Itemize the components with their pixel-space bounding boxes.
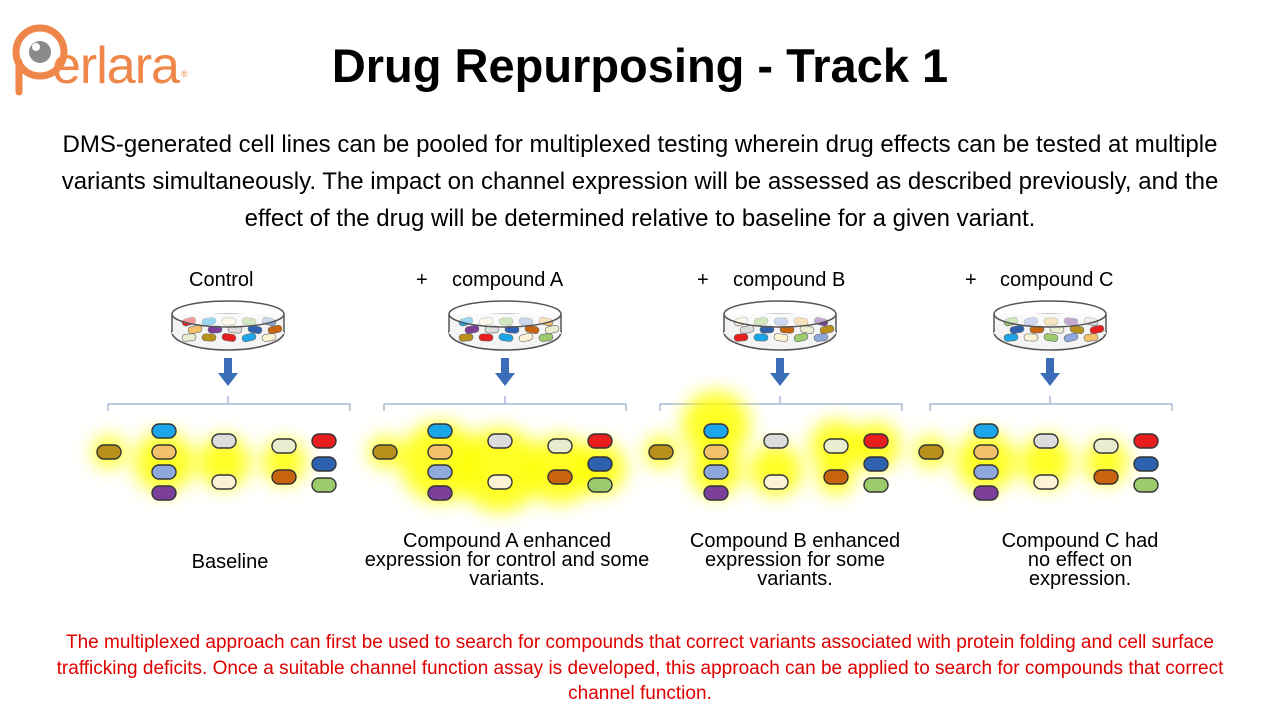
petri-dish — [448, 300, 562, 351]
logo-wordmark: erlara® — [52, 37, 188, 95]
split-bracket — [929, 396, 1173, 411]
cell-line-pill — [211, 474, 237, 490]
caption-text: Baseline — [191, 551, 269, 573]
cell-line-pill — [918, 444, 944, 460]
cell-line-pill — [1133, 477, 1159, 493]
down-arrow-icon — [1040, 358, 1060, 386]
petri-dish — [723, 300, 837, 351]
split-bracket — [383, 396, 627, 411]
logo-p-icon — [12, 24, 68, 96]
panel-caption: Compound C had no effect on expression. — [935, 530, 1225, 590]
cell-line-pill — [1093, 438, 1119, 454]
cell-line-pill — [487, 433, 513, 449]
footer-note: The multiplexed approach can first be us… — [56, 632, 1224, 704]
cell-line-pill — [1033, 474, 1059, 490]
cell-line-pill — [311, 433, 337, 449]
intro-paragraph: DMS-generated cell lines can be pooled f… — [61, 131, 1219, 232]
logo-text: erlara — [52, 37, 180, 95]
cell-line-pill — [973, 464, 999, 480]
cell-line-pill — [587, 433, 613, 449]
cell-line-pill — [271, 469, 297, 485]
down-arrow-icon — [495, 358, 515, 386]
cell-line-pill — [863, 433, 889, 449]
down-arrow-icon — [770, 358, 790, 386]
cell-line-pill — [372, 444, 398, 460]
cell-line-pill — [427, 444, 453, 460]
panel-caption: Baseline — [85, 532, 375, 572]
condition-name: compound B — [733, 269, 846, 291]
plus-sign: + — [416, 269, 428, 291]
cell-line-pill — [703, 485, 729, 501]
petri-dish — [993, 300, 1107, 351]
cell-line-pill — [863, 477, 889, 493]
cell-line-pill — [487, 474, 513, 490]
cell-line-pill — [1093, 469, 1119, 485]
cell-line-pill — [547, 438, 573, 454]
cell-line-pill — [311, 456, 337, 472]
cell-line-pill — [973, 485, 999, 501]
cell-line-pill — [151, 423, 177, 439]
cell-line-pill — [151, 464, 177, 480]
cell-line-pill — [151, 444, 177, 460]
caption-text: Compound C had no effect on expression. — [1001, 530, 1159, 590]
cell-line-pill — [648, 444, 674, 460]
cell-line-pill — [1033, 433, 1059, 449]
cell-line-pill — [703, 423, 729, 439]
expression-highlight — [458, 428, 542, 512]
cell-line-pill — [427, 464, 453, 480]
panel-compound-a: + compound A Compound A enhanced express… — [365, 260, 650, 600]
cell-line-pill — [427, 485, 453, 501]
petri-dish — [171, 300, 285, 351]
panel-control: Control Baseline — [95, 260, 365, 600]
split-bracket — [107, 396, 351, 411]
expression-highlight — [1020, 436, 1072, 488]
page-title: Drug Repurposing - Track 1 — [331, 39, 949, 92]
cell-line-pill — [703, 444, 729, 460]
panel-caption: Compound A enhanced expression for contr… — [362, 530, 652, 590]
condition-name: Control — [189, 269, 254, 291]
cell-line-pill — [96, 444, 122, 460]
cell-line-pill — [703, 464, 729, 480]
cell-line-pill — [863, 456, 889, 472]
expression-highlight — [198, 436, 250, 488]
cell-line-pill — [271, 438, 297, 454]
perlara-logo: erlara® — [10, 18, 225, 98]
cell-line-pill — [823, 438, 849, 454]
expression-highlight — [134, 432, 194, 492]
cell-line-pill — [587, 477, 613, 493]
cell-line-pill — [311, 477, 337, 493]
panel-compound-c: + compound C Compound C had no effect on… — [945, 260, 1215, 600]
plus-sign: + — [965, 269, 977, 291]
logo-trademark: ® — [180, 69, 188, 79]
cell-line-pill — [587, 456, 613, 472]
cell-line-pill — [823, 469, 849, 485]
cell-line-pill — [547, 469, 573, 485]
condition-name: compound C — [1000, 269, 1114, 291]
cell-line-pill — [763, 433, 789, 449]
cell-line-pill — [763, 474, 789, 490]
cell-line-pill — [1133, 433, 1159, 449]
cell-line-pill — [1133, 456, 1159, 472]
cell-line-pill — [211, 433, 237, 449]
cell-line-pill — [973, 423, 999, 439]
down-arrow-icon — [218, 358, 238, 386]
cell-line-pill — [427, 423, 453, 439]
expression-highlight — [956, 432, 1016, 492]
caption-text: Compound A enhanced expression for contr… — [364, 530, 650, 590]
caption-text: Compound B enhanced expression for some … — [689, 530, 901, 590]
panel-compound-b: + compound B Compound B enhanced express… — [660, 260, 930, 600]
cell-line-pill — [973, 444, 999, 460]
plus-sign: + — [697, 269, 709, 291]
condition-name: compound A — [452, 269, 564, 291]
panel-caption: Compound B enhanced expression for some … — [650, 530, 940, 590]
cell-line-pill — [151, 485, 177, 501]
expression-highlight — [750, 444, 802, 496]
